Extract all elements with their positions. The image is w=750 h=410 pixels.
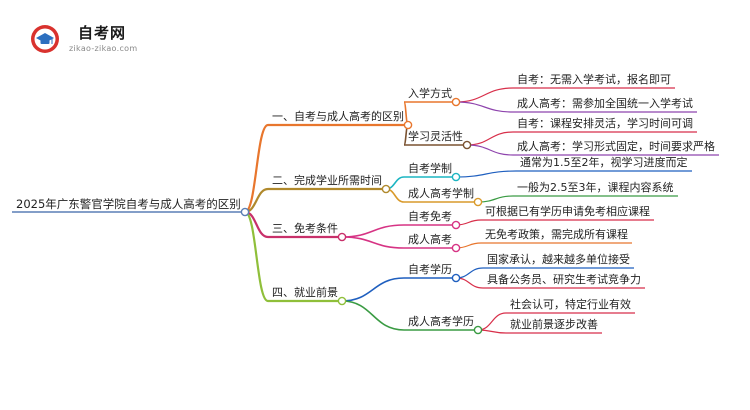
connector-curve bbox=[341, 277, 405, 302]
node-dot bbox=[451, 220, 461, 230]
connector-curve bbox=[477, 312, 507, 331]
branch-2-sub-2-label[interactable]: 成人高考学制 bbox=[408, 187, 474, 200]
node-dot bbox=[451, 243, 461, 253]
node-dot bbox=[381, 184, 391, 194]
connector-curve bbox=[455, 101, 514, 113]
connector-curve bbox=[455, 277, 484, 289]
connector-curve bbox=[244, 123, 269, 214]
branch-4-label[interactable]: 四、就业前景 bbox=[272, 286, 338, 299]
branch-3-label[interactable]: 三、免考条件 bbox=[272, 222, 338, 235]
connector-curve bbox=[244, 210, 269, 303]
branch-1-label[interactable]: 一、自考与成人高考的区别 bbox=[272, 110, 404, 123]
branch-3-sub-2-label[interactable]: 成人高考 bbox=[408, 233, 452, 246]
branch-1-sub-2-leaf-2[interactable]: 成人高考：学习形式固定，时间要求严格 bbox=[517, 140, 715, 153]
branch-1-sub-2-label[interactable]: 学习灵活性 bbox=[408, 130, 463, 143]
connector-curve bbox=[455, 87, 514, 103]
connector-curve bbox=[455, 267, 484, 279]
node-dot bbox=[403, 120, 413, 130]
connector-curve bbox=[455, 170, 517, 178]
branch-3-sub-1-label[interactable]: 自考免考 bbox=[408, 210, 452, 223]
root-topic[interactable]: 2025年广东警官学院自考与成人高考的区别 bbox=[16, 197, 241, 211]
node-dot bbox=[337, 232, 347, 242]
node-dot bbox=[240, 207, 250, 217]
connector-curve bbox=[466, 144, 514, 156]
branch-4-sub-2-leaf-1[interactable]: 社会认可，特定行业有效 bbox=[510, 298, 631, 311]
site-logo[interactable]: 自考网 zikao-zikao.com bbox=[30, 20, 140, 60]
connector-curve bbox=[477, 195, 514, 203]
branch-1-sub-1-leaf-2[interactable]: 成人高考：需参加全国统一入学考试 bbox=[517, 97, 693, 110]
branch-1-sub-2-leaf-1[interactable]: 自考：课程安排灵活，学习时间可调 bbox=[517, 117, 693, 130]
branch-4-sub-1-leaf-1[interactable]: 国家承认，越来越多单位接受 bbox=[487, 253, 630, 266]
branch-2-sub-2-leaf-1[interactable]: 一般为2.5至3年，课程内容系统 bbox=[517, 181, 674, 194]
branch-2-sub-1-label[interactable]: 自考学制 bbox=[408, 162, 452, 175]
branch-2-label[interactable]: 二、完成学业所需时间 bbox=[272, 174, 382, 187]
node-dot bbox=[473, 197, 483, 207]
logo-url: zikao-zikao.com bbox=[69, 44, 138, 53]
branch-3-sub-2-leaf-1[interactable]: 无免考政策，需完成所有课程 bbox=[485, 228, 628, 241]
connector-curve bbox=[341, 236, 405, 249]
connector-curve bbox=[466, 131, 514, 146]
node-dot bbox=[473, 325, 483, 335]
node-dot bbox=[337, 296, 347, 306]
connector-curve bbox=[341, 300, 405, 331]
branch-4-sub-2-leaf-2[interactable]: 就业前景逐步改善 bbox=[510, 318, 598, 331]
node-dot bbox=[451, 273, 461, 283]
node-dot bbox=[451, 97, 461, 107]
branch-1-sub-1-leaf-1[interactable]: 自考：无需入学考试，报名即可 bbox=[517, 73, 671, 86]
branch-4-sub-2-label[interactable]: 成人高考学历 bbox=[408, 315, 474, 328]
branch-4-sub-1-leaf-2[interactable]: 具备公务员、研究生考试竞争力 bbox=[487, 273, 641, 286]
node-dot bbox=[451, 172, 461, 182]
node-dot bbox=[462, 140, 472, 150]
graduation-cap-icon bbox=[31, 25, 59, 53]
connector-curve bbox=[341, 224, 405, 238]
branch-2-sub-1-leaf-1[interactable]: 通常为1.5至2年，视学习进度而定 bbox=[520, 156, 688, 169]
logo-title: 自考网 bbox=[78, 24, 127, 42]
branch-1-sub-1-label[interactable]: 入学方式 bbox=[408, 87, 452, 100]
branch-3-sub-1-leaf-1[interactable]: 可根据已有学历申请免考相应课程 bbox=[485, 205, 650, 218]
branch-4-sub-1-label[interactable]: 自考学历 bbox=[408, 263, 452, 276]
